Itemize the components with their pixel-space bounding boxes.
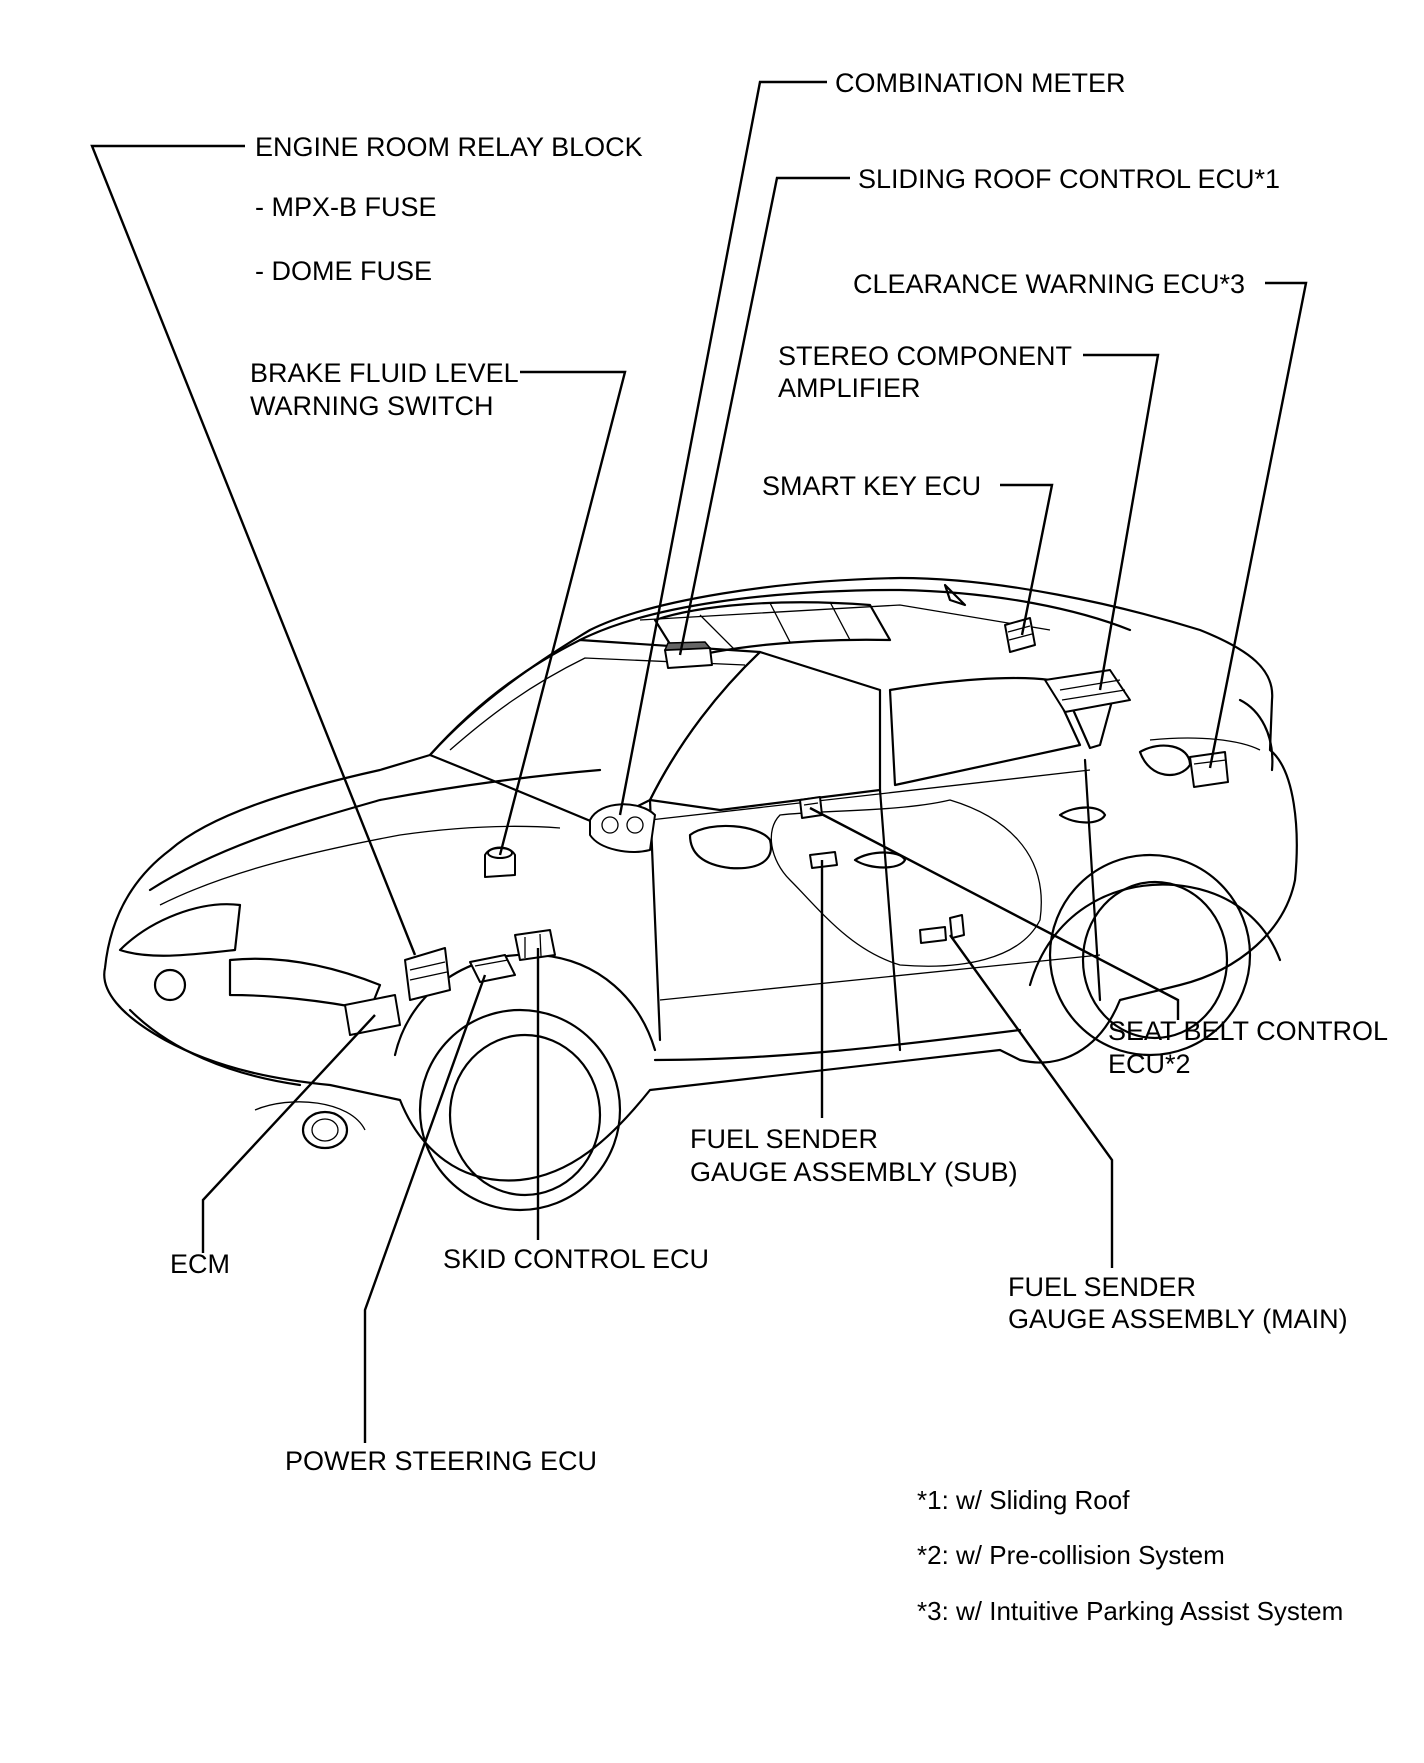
label-fuel-sender-main-2: GAUGE ASSEMBLY (MAIN) <box>1008 1304 1348 1334</box>
leader-stereo-amplifier <box>1083 353 1160 691</box>
leader-lines <box>90 80 1308 1443</box>
combination-meter-part <box>589 803 656 853</box>
label-seat-belt-control: SEAT BELT CONTROL <box>1108 1016 1388 1046</box>
label-engine-room-relay-block: ENGINE ROOM RELAY BLOCK <box>255 132 643 162</box>
label-seat-belt-ecu2: ECU*2 <box>1108 1049 1191 1079</box>
label-fuel-sender-sub-1: FUEL SENDER <box>690 1124 878 1154</box>
sliding-roof-ecu-part <box>663 641 713 669</box>
label-warning-switch: WARNING SWITCH <box>250 391 493 421</box>
leader-brake-fluid <box>498 370 627 856</box>
stereo-amplifier-part <box>1044 669 1131 713</box>
power-steering-ecu-part <box>469 954 516 983</box>
footnote-3: *3: w/ Intuitive Parking Assist System <box>917 1596 1343 1626</box>
leader-power-steering <box>363 974 487 1443</box>
label-dome-fuse: - DOME FUSE <box>255 256 432 286</box>
components <box>344 617 1229 1036</box>
leader-engine-room-relay <box>90 144 417 956</box>
label-combination-meter: COMBINATION METER <box>835 68 1126 98</box>
label-brake-fluid-level: BRAKE FLUID LEVEL <box>250 358 519 388</box>
label-skid-control-ecu: SKID CONTROL ECU <box>443 1244 709 1274</box>
label-clearance-warning-ecu: CLEARANCE WARNING ECU*3 <box>853 269 1245 299</box>
label-stereo-component: STEREO COMPONENT <box>778 341 1072 371</box>
leader-sliding-roof <box>678 176 850 656</box>
smart-key-ecu-part <box>1004 617 1036 653</box>
label-mpx-b-fuse: - MPX-B FUSE <box>255 192 437 222</box>
footnote-1: *1: w/ Sliding Roof <box>917 1485 1130 1515</box>
label-fuel-sender-main-1: FUEL SENDER <box>1008 1272 1196 1302</box>
leader-combination-meter <box>618 80 827 816</box>
footnote-2: *2: w/ Pre-collision System <box>917 1540 1225 1570</box>
label-power-steering-ecu: POWER STEERING ECU <box>285 1446 597 1476</box>
leader-clearance-warning <box>1208 281 1308 769</box>
footnotes: *1: w/ Sliding Roof *2: w/ Pre-collision… <box>917 1485 1343 1626</box>
label-amplifier: AMPLIFIER <box>778 373 921 403</box>
label-ecm: ECM <box>170 1249 230 1279</box>
leader-seat-belt <box>809 806 1180 1020</box>
ecm-part <box>344 947 451 1036</box>
leader-smart-key <box>1000 483 1054 636</box>
leader-fuel-sender-main <box>949 934 1114 1268</box>
fuel-sender-sub-part <box>809 851 838 869</box>
label-sliding-roof-control-ecu: SLIDING ROOF CONTROL ECU*1 <box>858 164 1280 194</box>
labels: COMBINATION METER ENGINE ROOM RELAY BLOC… <box>170 68 1388 1476</box>
brake-fluid-switch-part <box>484 846 516 878</box>
clearance-warning-ecu-part <box>1189 751 1229 788</box>
skid-control-ecu-part <box>514 929 556 961</box>
fuel-sender-main-part <box>919 914 965 944</box>
label-fuel-sender-sub-2: GAUGE ASSEMBLY (SUB) <box>690 1157 1018 1187</box>
label-smart-key-ecu: SMART KEY ECU <box>762 471 981 501</box>
leader-ecm <box>201 1014 376 1253</box>
